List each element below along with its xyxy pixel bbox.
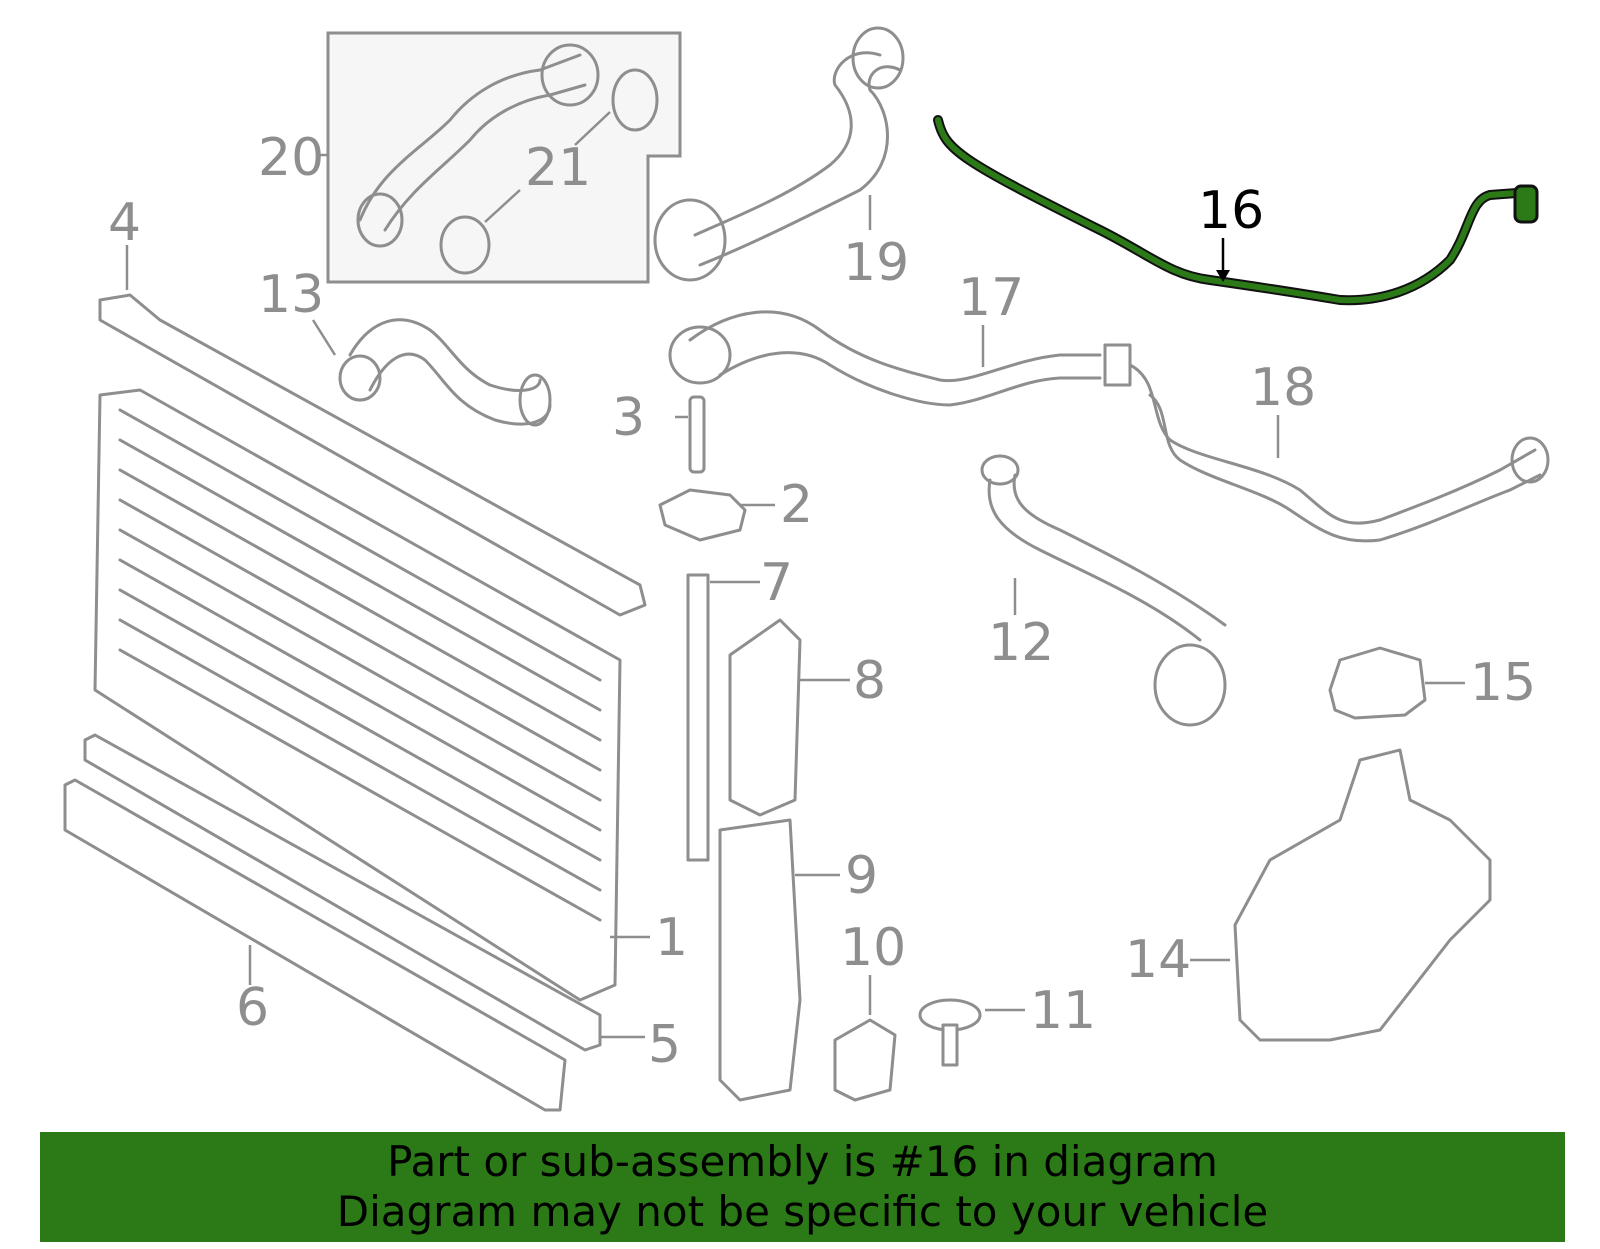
callout-17: 17 [958,268,1024,328]
part-5-6-strips [63,733,645,1112]
callout-20: 20 [258,128,324,188]
parts-diagram: 1 2 3 4 5 6 7 8 9 10 11 12 13 14 15 16 1… [63,26,1550,1112]
callout-3: 3 [612,388,645,448]
parts-2-3-7 [658,395,775,862]
callout-14: 14 [1125,930,1191,990]
callout-2: 2 [780,475,813,535]
callout-9: 9 [845,846,878,906]
part-4-bracket [98,245,647,617]
callout-8: 8 [853,651,886,711]
callout-18: 18 [1250,358,1316,418]
parts-8-9-brackets [718,618,850,1102]
part-14-reservoir [1190,748,1492,1042]
callout-19: 19 [843,233,909,293]
part-16-hose [933,115,1539,306]
callout-11: 11 [1030,981,1096,1041]
part-15-cap [1328,646,1465,720]
callout-10: 10 [840,918,906,978]
part-17-hose [668,310,1132,407]
part-12-hose [980,454,1227,727]
callout-16: 16 [1198,181,1264,241]
callout-7: 7 [760,553,793,613]
info-banner: Part or sub-assembly is #16 in diagram D… [40,1132,1565,1242]
part-13-hose [311,318,552,427]
callout-4: 4 [108,193,141,253]
callout-13: 13 [258,265,324,325]
banner-line-disclaimer: Diagram may not be specific to your vehi… [336,1187,1269,1236]
part-1-radiator [93,388,650,1002]
callout-1: 1 [655,908,688,968]
inset-box-20-21 [318,31,682,284]
callout-21: 21 [525,138,591,198]
callout-labels: 1 2 3 4 5 6 7 8 9 10 11 12 13 14 15 16 1… [108,128,1536,1075]
part-18-hose [1128,363,1550,543]
callout-6: 6 [236,978,269,1038]
callout-15: 15 [1470,653,1536,713]
part-19-hose [653,26,905,282]
banner-line-part: Part or sub-assembly is #16 in diagram [387,1137,1218,1186]
callout-12: 12 [988,613,1054,673]
callout-5: 5 [648,1015,681,1075]
parts-10-11 [833,975,1025,1102]
